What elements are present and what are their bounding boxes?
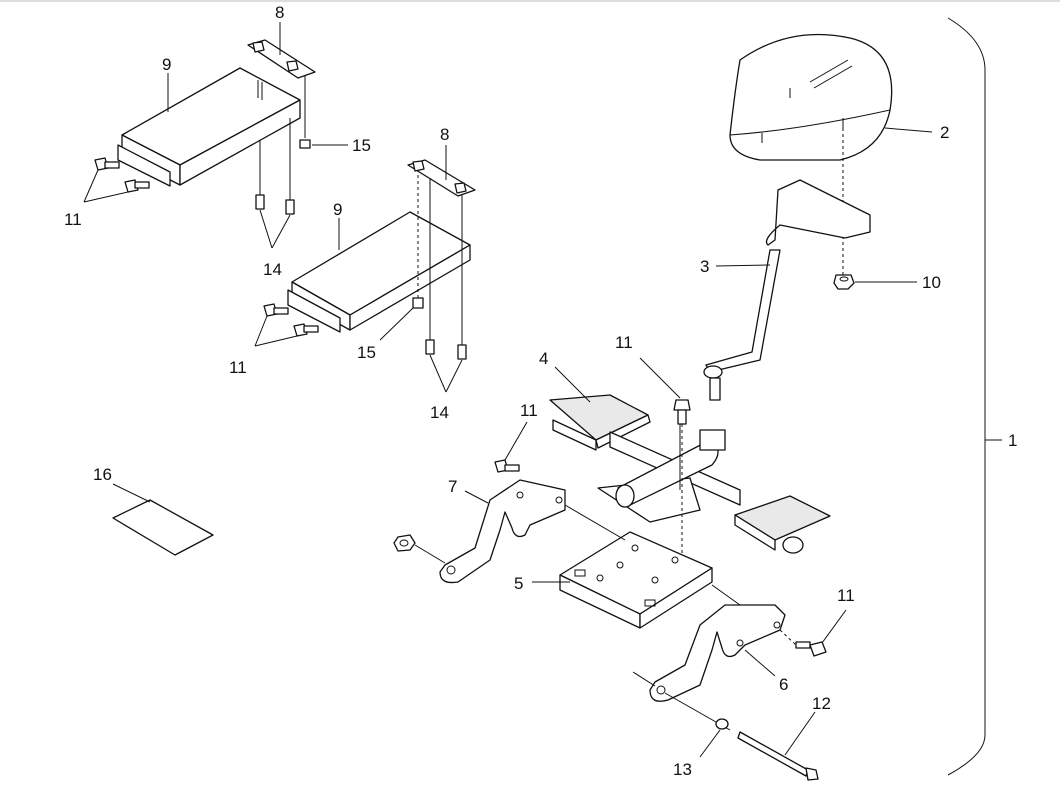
control-box-upper (117, 67, 301, 200)
nut-lower (412, 297, 424, 309)
callout-9-lower: 9 (333, 200, 342, 219)
callout-6: 6 (779, 675, 788, 694)
long-bolt (632, 671, 819, 781)
seat-post (703, 179, 871, 401)
decal (112, 499, 214, 556)
callout-5: 5 (514, 574, 523, 593)
mounting-plate-upper (247, 39, 316, 149)
callout-7: 7 (448, 477, 457, 496)
base-plate (559, 531, 713, 629)
callout-3: 3 (700, 257, 709, 276)
control-box-lower (287, 175, 471, 333)
bracket-right (649, 584, 786, 702)
mounting-plate-lower (407, 159, 476, 345)
bracket-nut (393, 534, 446, 564)
box-screws-upper (94, 157, 150, 193)
callout-11-right: 11 (837, 586, 855, 605)
callout-4: 4 (539, 349, 548, 368)
bracket-bolt-left (494, 459, 520, 473)
callout-12: 12 (812, 694, 831, 713)
callout-1: 1 (1008, 431, 1017, 450)
callout-11-upper-left: 11 (64, 210, 82, 229)
seat-frame (549, 394, 831, 554)
callout-11-frame: 11 (615, 333, 633, 352)
callout-15-upper: 15 (352, 136, 371, 155)
callout-11-lower-left: 11 (229, 358, 247, 377)
screws-lower (425, 339, 467, 360)
seat-nut (833, 274, 855, 290)
assembly-bracket (947, 17, 1002, 776)
callout-2: 2 (940, 123, 949, 142)
callout-15-lower: 15 (357, 343, 376, 362)
callout-8-upper: 8 (275, 3, 284, 22)
callout-labels: 1 2 3 4 5 6 7 8 8 9 9 10 11 11 11 11 11 … (64, 3, 1017, 779)
screws-upper (255, 194, 295, 215)
callout-14-lower: 14 (430, 403, 449, 422)
callout-leaders (83, 22, 933, 758)
seat-cushion (729, 33, 893, 275)
callout-10: 10 (922, 273, 941, 292)
callout-9-upper: 9 (162, 55, 171, 74)
bracket-left (439, 479, 626, 584)
callout-11-bracket: 11 (520, 401, 538, 420)
callout-8-lower: 8 (440, 125, 449, 144)
callout-16: 16 (93, 465, 112, 484)
callout-14-upper: 14 (263, 260, 282, 279)
callout-13: 13 (673, 760, 692, 779)
bracket-bolt-right (779, 629, 827, 657)
box-screws-lower (263, 303, 319, 337)
